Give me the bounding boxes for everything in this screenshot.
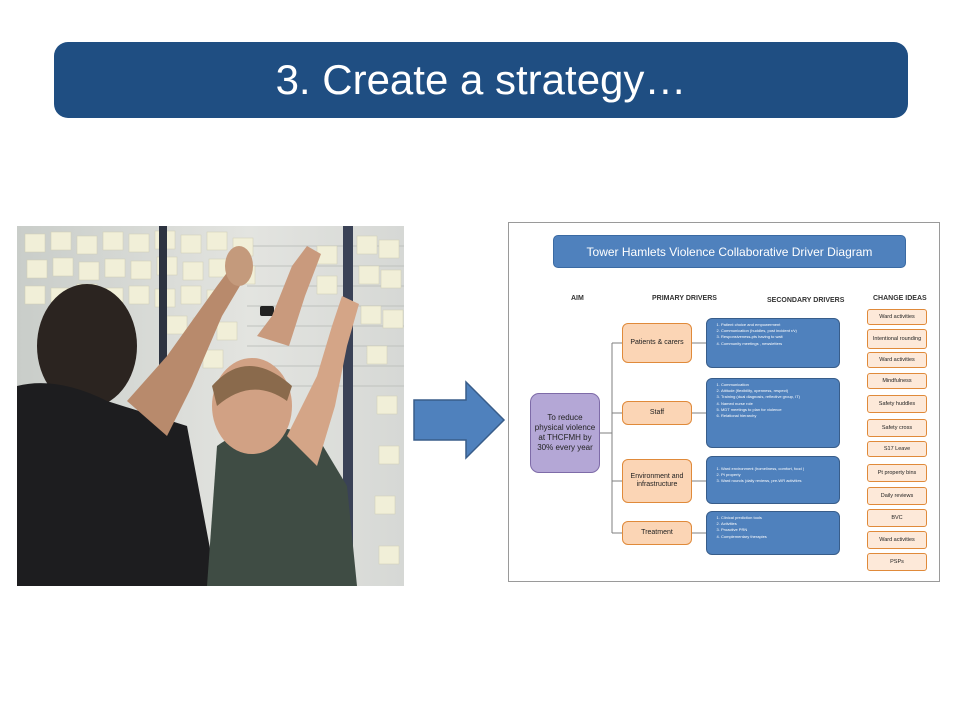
change-idea: Ward activities (867, 309, 927, 325)
primary-driver-patients: Patients & carers (622, 323, 692, 363)
diagram-title: Tower Hamlets Violence Collaborative Dri… (553, 235, 906, 268)
secondary-item: MDT meetings to plan for violence (721, 407, 835, 413)
secondary-item: Training (dual diagnosis, reflective gro… (721, 394, 835, 400)
secondary-item: Named nurse role (721, 401, 835, 407)
primary-driver-environment: Environment and infrastructure (622, 459, 692, 503)
secondary-item: Pt property (721, 472, 835, 478)
right-arrow (412, 380, 506, 465)
change-idea: Ward activities (867, 352, 927, 368)
driver-diagram: Tower Hamlets Violence Collaborative Dri… (508, 222, 940, 582)
team-sticky-notes-photo (17, 226, 404, 586)
secondary-driver-treatment: Clinical prediction tools Activities Pro… (706, 511, 840, 555)
secondary-item: Proactive PRN (721, 527, 835, 533)
secondary-driver-patients: Patient choice and empowerment Communica… (706, 318, 840, 368)
column-label-aim: AIM (571, 295, 584, 302)
change-idea: Mindfulness (867, 373, 927, 389)
change-idea: Safety huddles (867, 395, 927, 413)
slide-title: 3. Create a strategy… (275, 56, 687, 103)
secondary-item: Communication (huddles, post incident r/… (721, 328, 835, 334)
change-idea: S17 Leave (867, 441, 927, 457)
secondary-driver-environment: Ward environment (homeliness, comfort, f… (706, 456, 840, 504)
diagram-connectors (600, 342, 706, 534)
change-idea: PSPs (867, 553, 927, 571)
team-photo (17, 226, 404, 586)
primary-driver-staff: Staff (622, 401, 692, 425)
aim-box: To reduce physical violence at THCFMH by… (530, 393, 600, 473)
change-idea: BVC (867, 509, 927, 527)
column-label-secondary: SECONDARY DRIVERS (767, 297, 845, 304)
change-idea: Daily reviews (867, 487, 927, 505)
secondary-item: Ward environment (homeliness, comfort, f… (721, 466, 835, 472)
secondary-item: Community meetings , newsletters (721, 341, 835, 347)
secondary-item: Attitude (flexibility, openness, respect… (721, 388, 835, 394)
change-idea: Ward activities (867, 531, 927, 549)
secondary-item: Clinical prediction tools (721, 515, 835, 521)
secondary-item: Relational hierarchy (721, 413, 835, 419)
secondary-item: Communication (721, 382, 835, 388)
right-arrow-icon (413, 380, 506, 460)
secondary-driver-staff: Communication Attitude (flexibility, ope… (706, 378, 840, 448)
secondary-item: Patient choice and empowerment (721, 322, 835, 328)
secondary-item: Activities (721, 521, 835, 527)
change-idea: Safety cross (867, 419, 927, 437)
slide-title-bar: 3. Create a strategy… (54, 42, 908, 118)
column-label-primary: PRIMARY DRIVERS (652, 295, 717, 302)
column-label-change: CHANGE IDEAS (873, 295, 927, 302)
change-idea: Pt property bins (867, 464, 927, 482)
secondary-item: Complementary therapies (721, 534, 835, 540)
primary-driver-treatment: Treatment (622, 521, 692, 545)
secondary-item: Responsiveness-pts having to wait (721, 334, 835, 340)
secondary-item: Ward rounds (daily reviews, pre-WR activ… (721, 478, 835, 484)
change-idea: Intentional rounding (867, 329, 927, 349)
